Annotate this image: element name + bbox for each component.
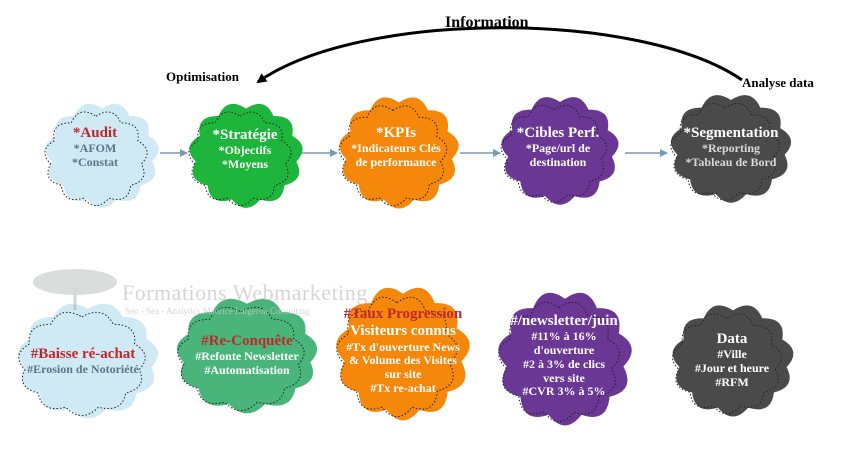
cloud-audit-shape (45, 103, 159, 208)
cloud-data-line: #RFM (715, 374, 749, 389)
cloud-taux-line: & Volume des Visites (349, 353, 457, 368)
cloud-segmentation-text: *Segmentation *Reporting *Tableau de Bor… (672, 125, 790, 170)
cloud-cibles-dotted-outline (500, 104, 608, 203)
cloud-cibles-text: *Cibles Perf. *Page/url de destination (503, 125, 613, 170)
cloud-segmentation-line: *Reporting (702, 141, 760, 156)
optimisation-label: Optimisation (166, 69, 239, 84)
cloud-newsletter-line: #CVR 3% à 5% (522, 384, 606, 399)
cloud-cibles-title: *Cibles Perf. (516, 125, 600, 141)
watermark-tree-icon (33, 269, 117, 310)
cloud-baisse-shape (17, 303, 159, 419)
cloud-baisse-text: #Baisse ré-achat #Erosion de Notoriété (8, 346, 158, 377)
cloud-reconquete-title: #Re-Conquête (201, 333, 293, 349)
cloud-newsletter-line: #2 à 3% de clics (523, 356, 605, 371)
cloud-data-line: #Ville (717, 347, 747, 362)
cloud-baisse-line: #Erosion de Notoriété (27, 362, 139, 377)
cloud-newsletter-line: vers site (543, 370, 585, 385)
cloud-strategie-line: *Moyens (222, 157, 268, 172)
cloud-data-shape (672, 305, 794, 417)
cloud-reconquete-text: #Re-Conquête #Refonte Newsletter #Automa… (172, 333, 322, 378)
cloud-kpis-line: de performance (355, 155, 437, 170)
cloud-audit-text: *Audit *AFOM *Constat (40, 125, 150, 170)
cloud-cibles-line: *Page/url de (525, 141, 591, 156)
cloud-strategie-dotted-outline (188, 111, 292, 207)
cloud-reconquete-shape (176, 298, 318, 414)
cloud-data-title: Data (716, 331, 748, 347)
cloud-newsletter-line: d'ouverture (533, 343, 595, 358)
cloud-taux-title2: Visiteurs connus (350, 323, 456, 340)
cloud-audit-line: *AFOM (73, 141, 117, 156)
watermark-subtitle: Seo - Sea - Analytics Maurice Largeron C… (125, 306, 310, 316)
cloud-strategie-text: *Stratégie *Objectifs *Moyens (190, 127, 300, 172)
cloud-audit-title: *Audit (72, 125, 118, 141)
cloud-kpis-title: *KPIs (375, 125, 416, 141)
cloud-newsletter-line: #11% à 16% (531, 329, 597, 344)
cloud-taux-line: #Tx re-achat (370, 380, 436, 395)
cloud-newsletter-text: #/newsletter/juin #11% à 16% d'ouverture… (497, 313, 631, 399)
cloud-strategie-title: *Stratégie (212, 127, 278, 143)
information-label: Information (445, 14, 529, 31)
cloud-reconquete-dotted-outline (177, 306, 305, 411)
cloud-taux-title: #Taux Progression (343, 306, 463, 322)
information-feedback-arrow (256, 26, 743, 84)
cloud-segmentation-shape (670, 95, 792, 203)
cloud-baisse-dotted-outline (18, 311, 146, 416)
cloud-reconquete-line: #Refonte Newsletter (195, 349, 299, 364)
cloud-taux-text: #Taux Progression Visiteurs connus #Tx d… (333, 306, 473, 396)
cloud-strategie-line: *Objectifs (218, 143, 272, 158)
cloud-newsletter-title: #/newsletter/juin (510, 313, 618, 329)
cloud-audit-dotted-outline (44, 111, 148, 207)
cloud-kpis-dotted-outline (338, 105, 448, 207)
cloud-newsletter-shape (498, 292, 632, 426)
cloud-audit-line: *Constat (71, 155, 118, 170)
cloud-data-line: #Jour et heure (694, 361, 770, 376)
cloud-taux-line: #Tx d'ouverture News (346, 339, 460, 354)
cloud-segmentation-dotted-outline (670, 102, 780, 201)
cloud-strategie-shape (189, 103, 303, 208)
cloud-segmentation-title: *Segmentation (683, 125, 779, 141)
cloud-baisse-title: #Baisse ré-achat (30, 346, 136, 362)
watermark-title: Formations Webmarketing (122, 280, 368, 305)
analyse-data-label: Analyse data (742, 75, 814, 90)
cloud-taux-line: sur site (384, 367, 422, 382)
cloud-cibles-line: destination (529, 155, 587, 170)
cloud-kpis-line: *Indicateurs Clés (351, 141, 441, 156)
cloud-cibles-shape (501, 97, 619, 205)
cloud-kpis-shape (339, 97, 459, 209)
cloud-taux-shape (336, 287, 470, 421)
cloud-reconquete-line: #Automatisation (204, 363, 290, 378)
cloud-segmentation-line: *Tableau de Bord (685, 155, 777, 170)
cloud-data-text: Data #Ville #Jour et heure #RFM (672, 331, 792, 390)
cloud-kpis-text: *KPIs *Indicateurs Clés de performance (340, 125, 452, 170)
